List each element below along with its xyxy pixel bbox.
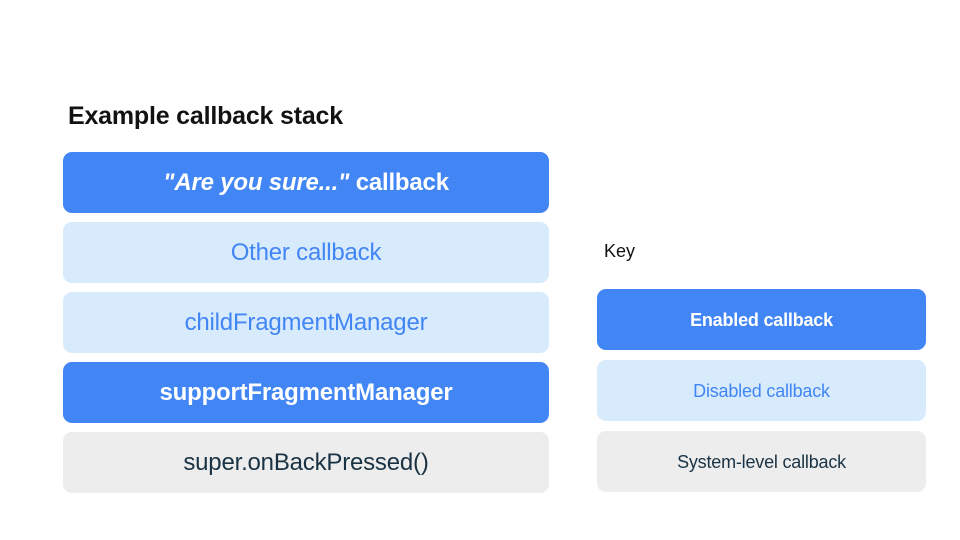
bar-label: System-level callback [677, 451, 846, 472]
stack-item-super-on-back-pressed: super.onBackPressed() [63, 432, 549, 493]
bar-label: "Are you sure..." callback [163, 169, 449, 197]
stack-item-other-callback: Other callback [63, 222, 549, 283]
bar-label: Enabled callback [690, 309, 833, 330]
bar-label: Other callback [230, 238, 382, 266]
key-item-enabled-callback: Enabled callback [597, 289, 926, 350]
bar-label: childFragmentManager [184, 308, 428, 336]
stack-title: Example callback stack [68, 102, 343, 130]
quoted-phrase: "Are you sure..." [163, 168, 350, 196]
stack-item-are-you-sure-callback: "Are you sure..." callback [63, 152, 549, 213]
label-suffix: callback [349, 168, 449, 196]
key-item-disabled-callback: Disabled callback [597, 360, 926, 421]
key-title: Key [604, 241, 636, 261]
bar-label: supportFragmentManager [159, 378, 453, 406]
key-item-system-level-callback: System-level callback [597, 431, 926, 492]
bar-label: Disabled callback [693, 380, 830, 401]
stack-item-child-fragment-manager: childFragmentManager [63, 292, 549, 353]
bar-label: super.onBackPressed() [183, 448, 429, 476]
stack-item-support-fragment-manager: supportFragmentManager [63, 362, 549, 423]
